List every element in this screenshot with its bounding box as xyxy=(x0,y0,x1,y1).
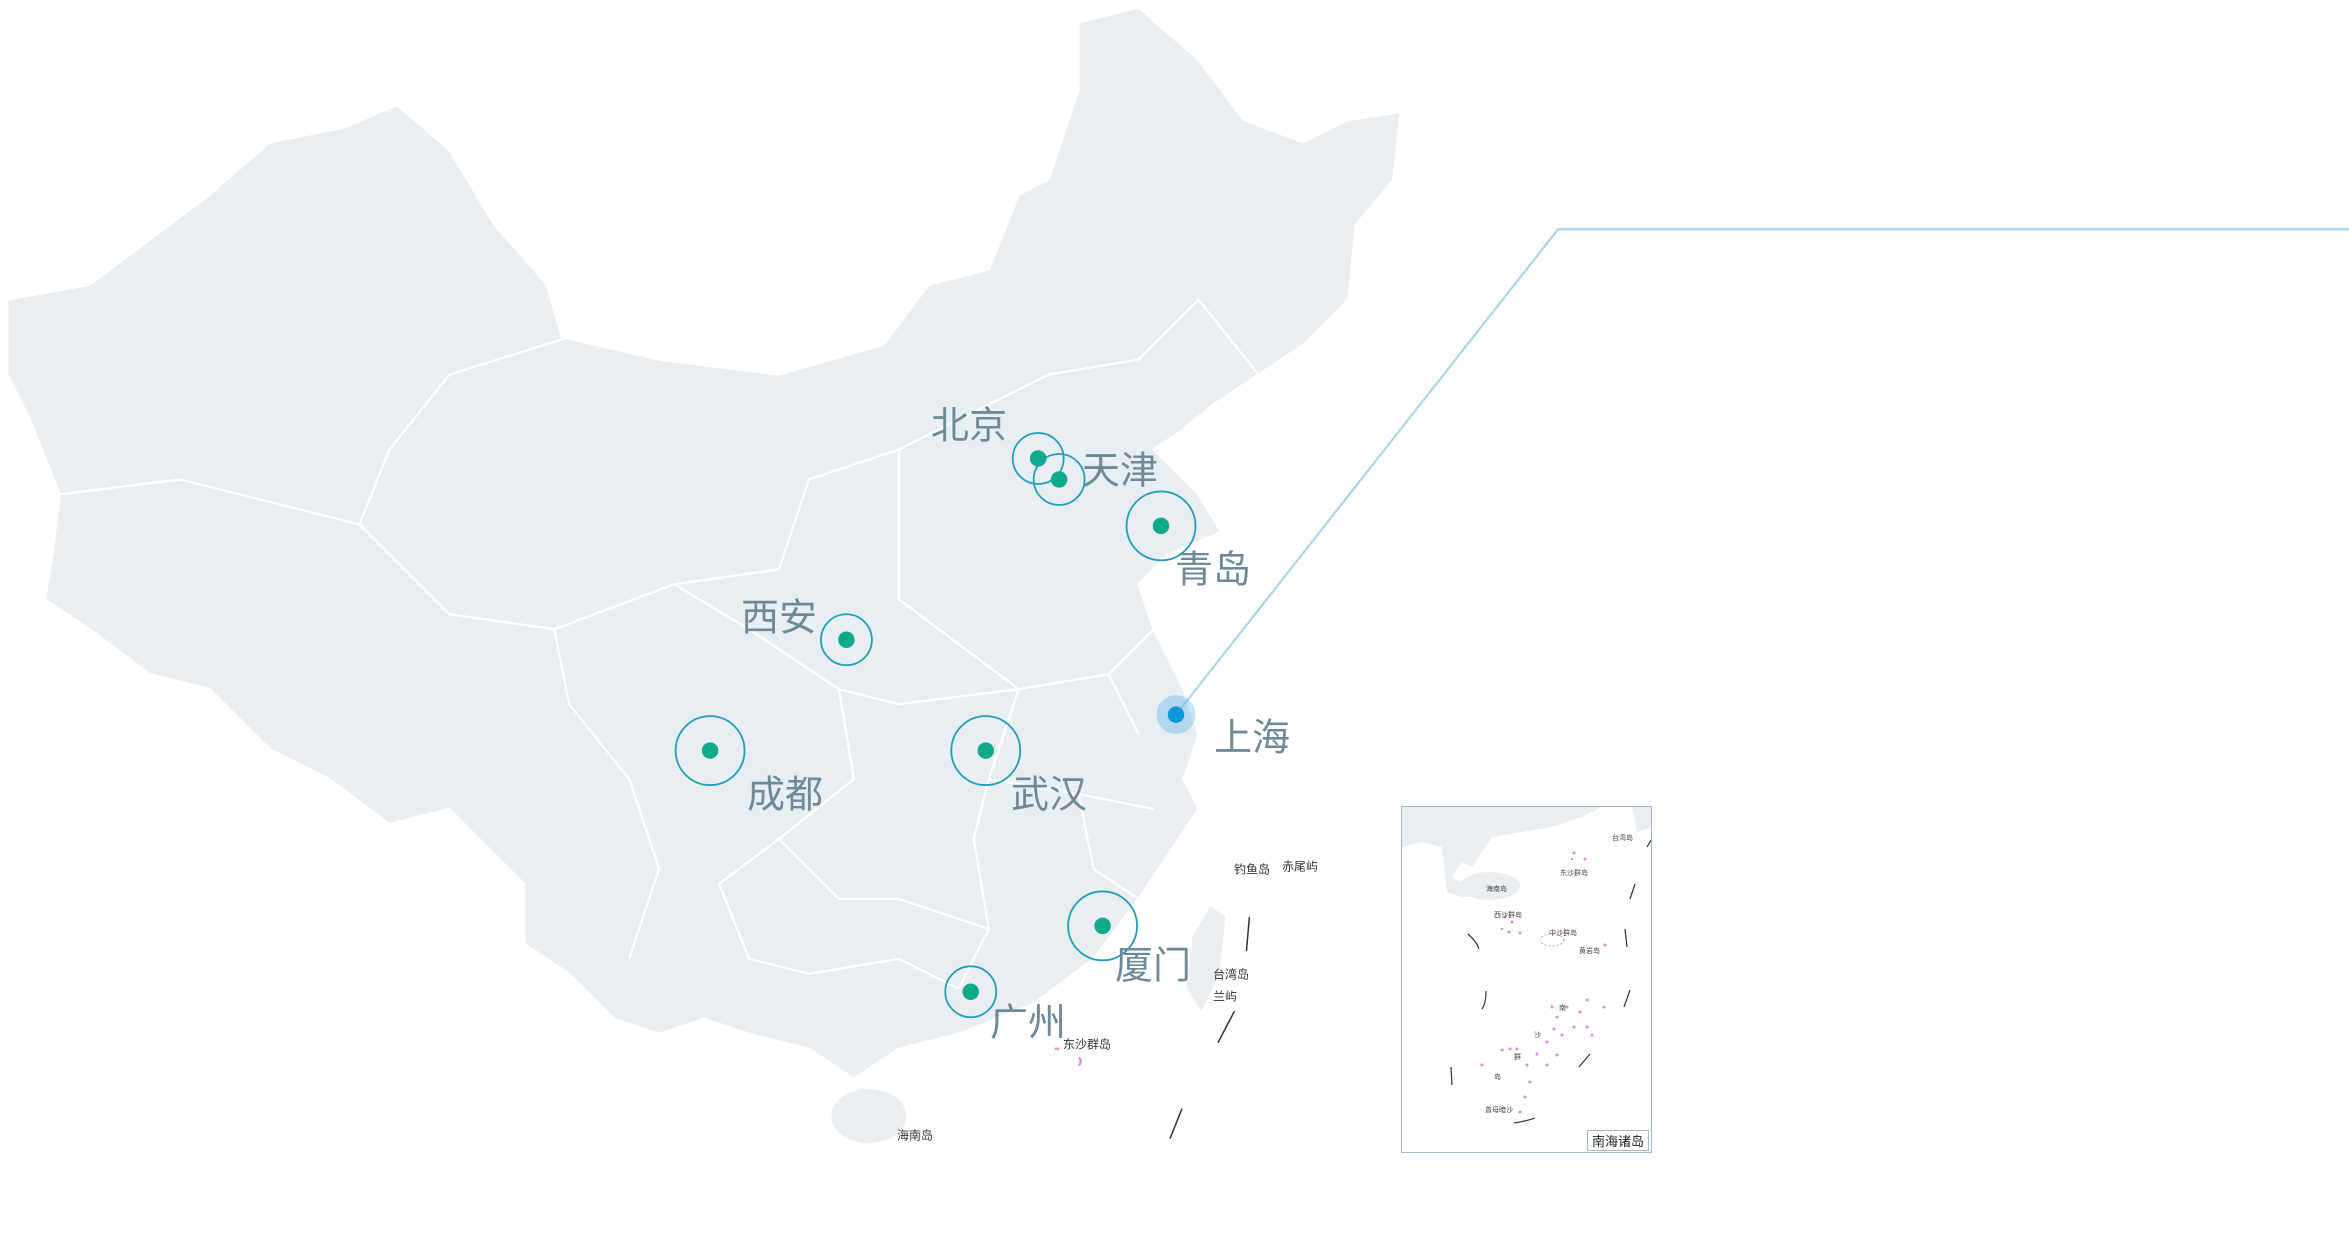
city-dot[interactable] xyxy=(1029,450,1047,467)
inset-label-taiwan: 台湾岛 xyxy=(1612,834,1633,842)
ripple-ring xyxy=(674,715,746,786)
label-chiwei-island: 赤尾屿 xyxy=(1281,859,1319,874)
mainland-shape xyxy=(6,6,1402,1081)
inset-label-huangyan: 黄岩岛 xyxy=(1579,947,1600,955)
city-dot[interactable] xyxy=(1167,706,1185,723)
city-dot[interactable] xyxy=(1050,471,1068,488)
inset-label-xisha: 西沙群岛 xyxy=(1494,911,1522,919)
south-china-sea-inset: 台湾岛 东沙群岛 海南岛 西沙群岛 中沙群岛 黄岩岛 南 沙 群 岛 曾母暗沙 … xyxy=(1401,806,1652,1153)
city-marker[interactable] xyxy=(950,715,1022,786)
inset-label-nansha-2: 沙 xyxy=(1534,1031,1541,1039)
city-label: 天津 xyxy=(1081,448,1159,493)
city-label: 西安 xyxy=(740,595,818,640)
label-taiwan-island: 台湾岛 xyxy=(1212,967,1250,982)
city-marker[interactable] xyxy=(1032,453,1086,506)
city-dot[interactable] xyxy=(1094,917,1111,935)
ripple-ring xyxy=(1011,432,1065,485)
city-dot[interactable] xyxy=(1152,517,1170,535)
city-marker[interactable] xyxy=(1156,695,1196,735)
city-marker[interactable] xyxy=(1011,432,1065,485)
city-label: 北京 xyxy=(930,403,1008,448)
province-borders xyxy=(59,297,1260,990)
city-label: 青岛 xyxy=(1174,547,1252,592)
city-dot[interactable] xyxy=(838,631,855,648)
taiwan-island xyxy=(1186,906,1226,1012)
inset-islands xyxy=(1480,851,1607,1114)
dongsha-islands xyxy=(1054,1047,1082,1067)
ripple-ring xyxy=(820,613,873,667)
city-marker[interactable] xyxy=(820,613,873,667)
shanghai-callout-line xyxy=(1175,228,2349,716)
city-label: 成都 xyxy=(746,772,824,817)
inset-land xyxy=(1402,807,1651,897)
city-marker[interactable] xyxy=(1125,490,1197,562)
inset-label-hainan: 海南岛 xyxy=(1486,885,1507,893)
city-dot[interactable] xyxy=(962,983,979,1001)
label-dongsha-islands: 东沙群岛 xyxy=(1062,1037,1112,1052)
label-hainan-island: 海南岛 xyxy=(896,1128,934,1143)
inset-boundary-dashes xyxy=(1450,839,1651,1124)
ripple-ring xyxy=(1125,490,1197,562)
city-label: 上海 xyxy=(1213,715,1291,760)
inset-label-nansha-1: 南 xyxy=(1559,1004,1566,1012)
city-marker[interactable] xyxy=(674,715,746,786)
inset-label-dongsha: 东沙群岛 xyxy=(1560,869,1588,877)
inset-hainan xyxy=(1460,872,1520,900)
city-dot[interactable] xyxy=(701,742,719,759)
city-dot[interactable] xyxy=(977,742,994,759)
ripple-ring xyxy=(1032,453,1086,506)
inset-map xyxy=(1402,807,1651,1124)
city-label: 厦门 xyxy=(1114,943,1192,988)
city-marker[interactable] xyxy=(944,965,998,1019)
boundary-dashes xyxy=(1169,916,1251,1139)
inset-label-nansha-4: 岛 xyxy=(1494,1073,1501,1081)
inset-label-nansha-3: 群 xyxy=(1514,1053,1521,1061)
city-label: 广州 xyxy=(989,1000,1067,1045)
label-diaoyu-island: 钓鱼岛 xyxy=(1233,862,1271,877)
ripple-ring xyxy=(950,715,1022,786)
inset-label-zengmu: 曾母暗沙 xyxy=(1485,1106,1513,1114)
label-lanyu: 兰屿 xyxy=(1212,989,1238,1004)
hainan-island xyxy=(831,1089,907,1144)
ripple-ring xyxy=(1067,890,1138,962)
inset-label-zhongsha: 中沙群岛 xyxy=(1549,929,1577,937)
city-marker[interactable] xyxy=(1067,890,1138,962)
ripple-ring xyxy=(944,965,998,1019)
inset-title: 南海诸岛 xyxy=(1586,1130,1649,1151)
city-label: 武汉 xyxy=(1010,772,1088,817)
